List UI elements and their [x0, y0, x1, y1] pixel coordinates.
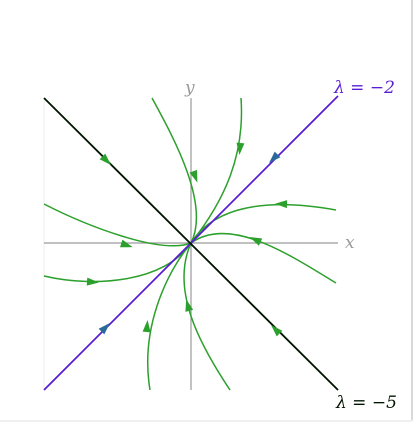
eigenline-lambda-minus-5: [43, 97, 339, 391]
trajectory-left-upper: [43, 203, 192, 247]
arrow-right-lower: [249, 237, 263, 246]
frame-border-right: [411, 0, 413, 422]
trajectory-arrows: [86, 142, 288, 333]
y-axis-label: y: [184, 78, 195, 98]
eigenline-lambda-minus-2-label: λ = −2: [333, 78, 395, 98]
eigenline-lambda-minus-2-arrows: [98, 151, 281, 335]
arrow-top-left: [189, 169, 198, 183]
eigenline-lambda-minus-5-label: λ = −5: [335, 393, 397, 413]
trajectory-top-left: [151, 97, 198, 244]
arrow-left-upper: [120, 239, 133, 248]
frame-border-bottom: [0, 420, 413, 422]
x-axis-label: x: [345, 233, 355, 253]
arrow-bottom-right: [185, 299, 194, 312]
trajectory-right-upper: [190, 203, 337, 244]
trajectory-bottom-right: [183, 242, 231, 391]
arrow-blue-lower: [98, 323, 110, 335]
arrow-right-upper: [275, 200, 288, 209]
arrow-black-lower: [271, 325, 283, 337]
trajectories: [43, 97, 337, 391]
arrow-bottom-left: [142, 320, 151, 333]
trajectory-bottom-left: [146, 242, 192, 391]
arrow-top-right: [236, 142, 245, 155]
arrow-left-lower: [86, 277, 99, 286]
trajectory-right-lower: [190, 232, 337, 284]
arrow-blue-upper: [269, 151, 281, 163]
trajectory-top-right: [190, 97, 243, 244]
